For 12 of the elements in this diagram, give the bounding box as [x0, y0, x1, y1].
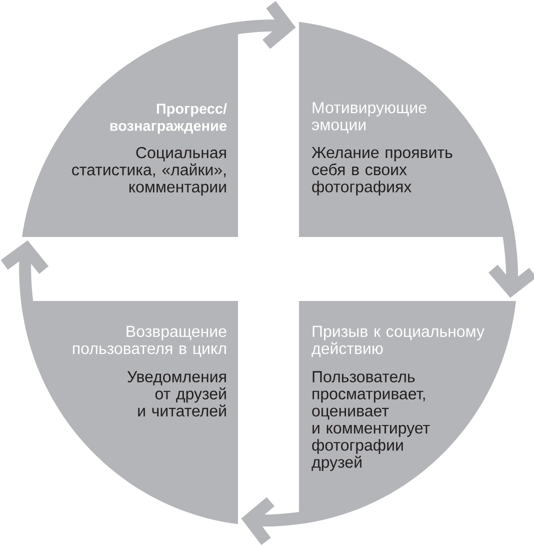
quadrant-sector: [22, 22, 238, 237]
stage-title: Возвращение пользователя в цикл: [73, 326, 226, 358]
stage-title: Призыв к социальному действию: [312, 326, 484, 358]
stage-title: Прогресс/ вознаграждение: [110, 103, 227, 134]
quadrant-sector: [299, 22, 515, 237]
stage-description: Желание проявить себя в своих фотографиях: [312, 146, 452, 196]
quadrant-sector: [21, 301, 238, 524]
stage-title: Мотивирующие эмоции: [312, 102, 426, 134]
stage-description: Социальная статистика, «лайки», комментарии: [72, 146, 226, 196]
quadrant-sector: [299, 301, 516, 524]
stage-description: Уведомления от друзей и читателей: [127, 371, 226, 417]
stage-description: Пользователь просматривает, оценивает и комментирует фотографии друзей: [312, 371, 430, 472]
